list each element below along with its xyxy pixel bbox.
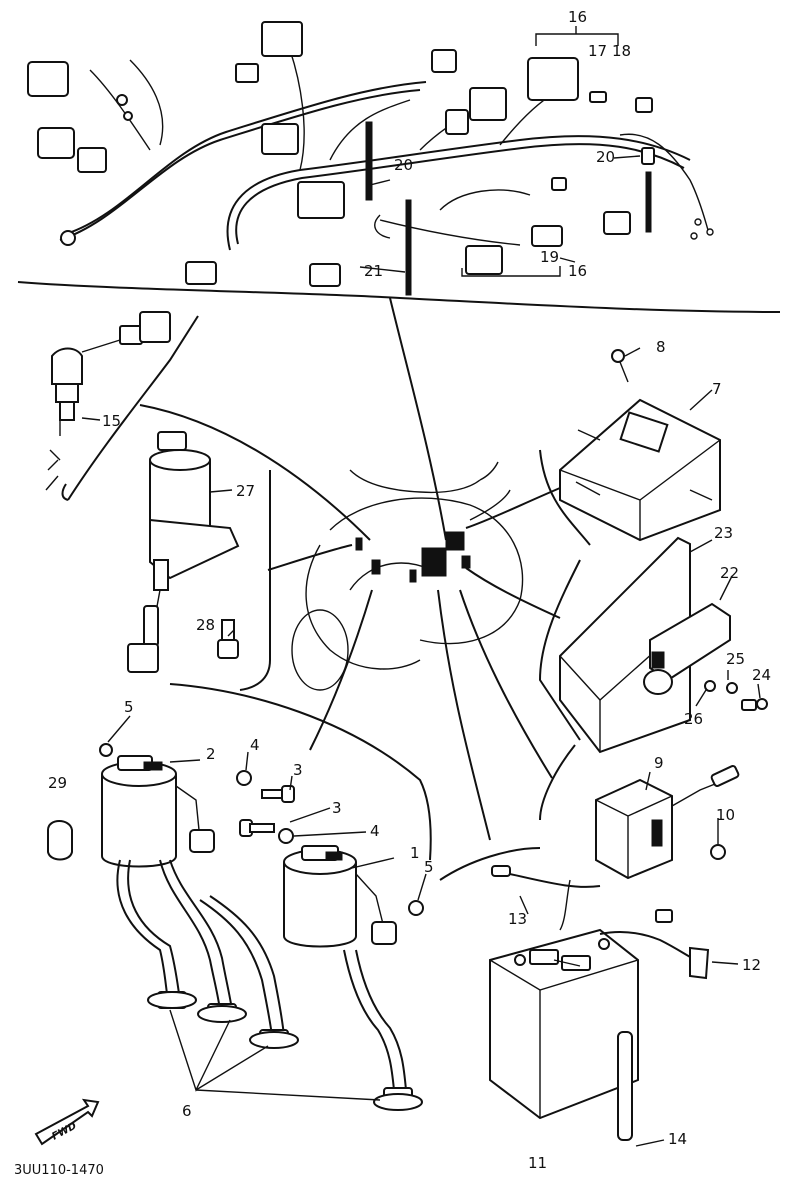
ignition-coil-1 [283, 845, 397, 948]
callout-23: 23 [714, 524, 733, 542]
callout-4b: 4 [370, 822, 380, 840]
battery-11 [489, 928, 639, 1120]
callout-10: 10 [716, 806, 735, 824]
callout-22: 22 [720, 564, 739, 582]
callout-3b: 3 [332, 799, 342, 817]
main-switch-27 [127, 431, 240, 673]
callout-15: 15 [102, 412, 121, 430]
unit-22 [643, 602, 768, 711]
callout-19: 19 [540, 248, 559, 266]
callout-25: 25 [726, 650, 745, 668]
screw-28 [217, 619, 239, 659]
callout-6: 6 [182, 1102, 192, 1120]
callout-16b: 16 [568, 262, 587, 280]
callout-28: 28 [196, 616, 215, 634]
callout-27: 27 [236, 482, 255, 500]
callout-26: 26 [684, 710, 703, 728]
region-brackets [61, 315, 591, 881]
callout-16a: 16 [568, 8, 587, 26]
ignition-coil-2 [99, 743, 215, 868]
callout-20b: 20 [596, 148, 615, 166]
callout-11: 11 [528, 1154, 547, 1172]
callout-21: 21 [364, 262, 383, 280]
callout-24: 24 [752, 666, 771, 684]
callout-29: 29 [48, 774, 67, 792]
leader-lines [139, 297, 561, 841]
callout-17: 17 [588, 42, 607, 60]
callout-14: 14 [668, 1130, 687, 1148]
relay-9 [595, 765, 740, 880]
plug-leads-6 [116, 859, 423, 1111]
engine-outline [291, 461, 524, 691]
callout-20a: 20 [394, 156, 413, 174]
sensor-15 [45, 311, 171, 491]
callout-5b: 5 [424, 858, 434, 876]
callout-2: 2 [206, 745, 216, 763]
callout-13: 13 [508, 910, 527, 928]
callout-18: 18 [612, 42, 631, 60]
fwd-arrow [34, 1098, 100, 1146]
callout-labels: 1 2 3 3 4 4 5 5 6 7 8 9 10 11 12 13 14 1… [48, 8, 771, 1172]
callout-1: 1 [410, 844, 420, 862]
callout-8: 8 [656, 338, 666, 356]
cdi-unit-7 [559, 349, 721, 542]
callout-12: 12 [742, 956, 761, 974]
hardware-3-4-5-29 [47, 770, 424, 916]
battery-cables [491, 865, 710, 1141]
callout-9: 9 [654, 754, 664, 772]
wire-harness-panel [17, 21, 781, 313]
callout-leaders [81, 155, 761, 1147]
callout-7: 7 [712, 380, 722, 398]
callout-3a: 3 [293, 761, 303, 779]
drawing-code: 3UU110-1470 [14, 1163, 104, 1178]
callout-4a: 4 [250, 736, 260, 754]
callout-5a: 5 [124, 698, 134, 716]
